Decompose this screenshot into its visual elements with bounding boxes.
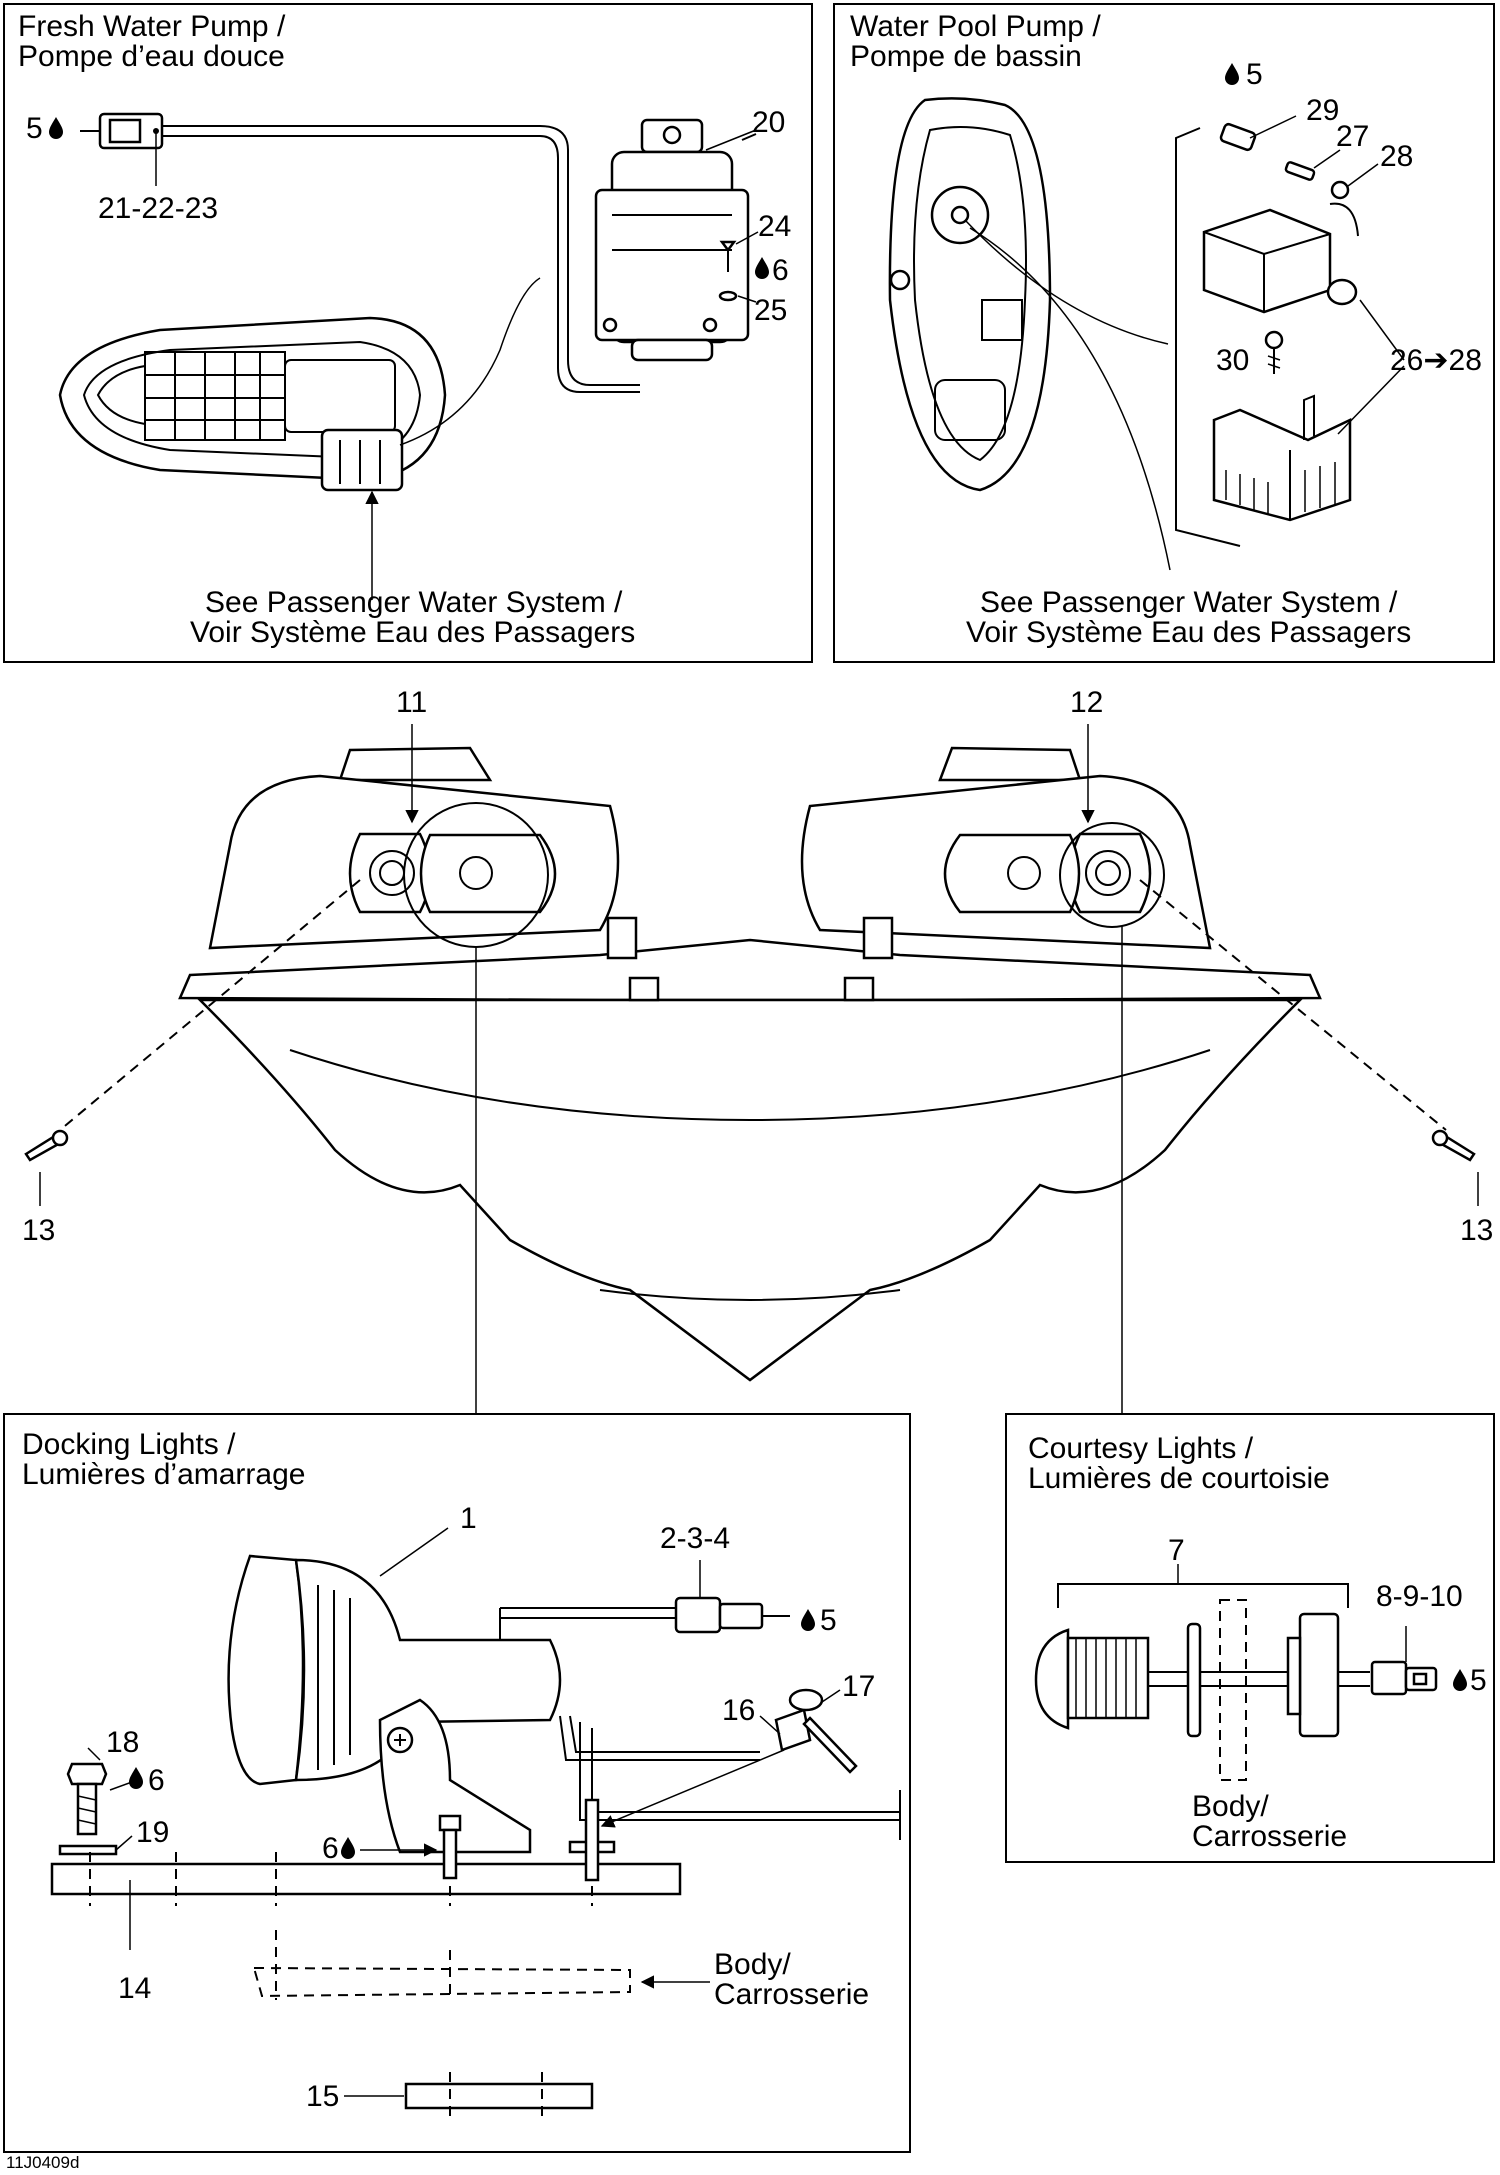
callout-6: 6 [772, 254, 789, 287]
courtesy-light-left [348, 832, 432, 914]
panel-title-en: Water Pool Pump / [850, 10, 1101, 43]
docking-light-1 [227, 1554, 562, 1854]
docking-light-left [419, 833, 557, 914]
water-pool-pump [1202, 202, 1359, 314]
callout-6: 6 [148, 1764, 165, 1797]
callout-24: 24 [758, 210, 791, 243]
panel-title-en: Courtesy Lights / [1028, 1432, 1254, 1465]
seal-28 [1330, 180, 1350, 200]
mounting-plate-14 [50, 1862, 682, 1896]
connector-2-3-4 [674, 1596, 790, 1634]
terminal-27 [1284, 161, 1316, 181]
panel-frame [833, 3, 1495, 663]
callout-13: 13 [22, 1214, 55, 1247]
courtesy-light-7 [1034, 1599, 1370, 1781]
body-outline [252, 1966, 631, 1998]
callout-18: 18 [106, 1726, 139, 1759]
connector-21-22-23 [80, 112, 640, 393]
clip-16 [774, 1708, 812, 1752]
connector-8-9-10 [1370, 1660, 1438, 1696]
callout-7: 7 [1168, 1534, 1185, 1567]
sealant-drop-icon [49, 117, 63, 139]
callout-29: 29 [1306, 94, 1339, 127]
callout-16: 16 [722, 1694, 755, 1727]
panel-title-en: Fresh Water Pump / [18, 10, 286, 43]
callout-5: 5 [820, 1604, 837, 1637]
panel-courtesy-lights: Courtesy Lights / Lumières de courtoisie… [1005, 1413, 1495, 1863]
boat-front-view [178, 746, 1322, 1382]
callout-11: 11 [396, 686, 427, 719]
callout-14: 14 [118, 1972, 151, 2005]
callout-5: 5 [1470, 1664, 1487, 1697]
callout-21-22-23: 21-22-23 [98, 192, 218, 225]
screw-bracket [438, 1798, 616, 1882]
strainer-cage [1212, 394, 1352, 522]
callout-2-3-4: 2-3-4 [660, 1522, 730, 1555]
screw-13-right [1431, 1129, 1476, 1162]
panel-title-en: Docking Lights / [22, 1428, 236, 1461]
panel-water-pool-pump: Water Pool Pump / Pompe de bassin 5 29 2… [833, 3, 1495, 663]
fresh-water-pump [594, 118, 757, 362]
panel-title-fr: Pompe de bassin [850, 40, 1082, 73]
panel-title-fr: Pompe d’eau douce [18, 40, 285, 73]
callout-20: 20 [752, 106, 785, 139]
body-label: Body/ [714, 1948, 791, 1981]
callout-30: 30 [1216, 344, 1249, 377]
callout-27: 27 [1336, 120, 1369, 153]
callout-26-28: 26➔28 [1390, 344, 1482, 377]
callout-13: 13 [1460, 1214, 1493, 1247]
screw-30 [1264, 330, 1284, 374]
panel-fresh-water-pump: Fresh Water Pump / Pompe d’eau douce 5 2… [3, 3, 813, 663]
washer-19 [58, 1844, 118, 1856]
sealant-drop-icon [801, 1609, 815, 1631]
tie-17 [788, 1688, 858, 1774]
callout-1: 1 [460, 1502, 477, 1535]
panel-frame [3, 1413, 911, 2153]
carrosserie-label: Carrosserie [714, 1978, 869, 2011]
watercraft-top-view [888, 97, 1052, 492]
sealant-drop-icon [341, 1837, 355, 1859]
callout-6: 6 [322, 1832, 339, 1865]
courtesy-light-right [1068, 832, 1152, 914]
backing-plate-15 [404, 2082, 594, 2110]
docking-light-right [943, 833, 1081, 914]
callout-19: 19 [136, 1816, 169, 1849]
callout-15: 15 [306, 2080, 339, 2113]
figure-code: 11J0409d [6, 2153, 79, 2172]
panel-frame [3, 3, 813, 663]
carrosserie-label: Carrosserie [1192, 1820, 1347, 1853]
callout-12: 12 [1070, 686, 1103, 719]
sealant-drop-icon [129, 1767, 143, 1789]
callout-8-9-10: 8-9-10 [1376, 1580, 1463, 1613]
callout-5: 5 [26, 112, 43, 145]
see-passenger-water-system: See Passenger Water System / [980, 586, 1398, 619]
screw-24 [719, 240, 737, 272]
voir-systeme-eau: Voir Système Eau des Passagers [966, 616, 1411, 649]
connector-29 [1219, 122, 1257, 152]
bolt-18 [66, 1762, 108, 1836]
panel-frame [1005, 1413, 1495, 1863]
panel-docking-lights: Docking Lights / Lumières d’amarrage 1 2 [3, 1413, 911, 2153]
panel-title-fr: Lumières de courtoisie [1028, 1462, 1330, 1495]
see-passenger-water-system: See Passenger Water System / [205, 586, 623, 619]
washer-25 [718, 290, 738, 302]
callout-17: 17 [842, 1670, 875, 1703]
callout-25: 25 [754, 294, 787, 327]
sealant-drop-icon [1453, 1669, 1467, 1691]
body-label: Body/ [1192, 1790, 1269, 1823]
watercraft-top-view [58, 316, 447, 492]
callout-5: 5 [1246, 58, 1263, 91]
callout-28: 28 [1380, 140, 1413, 173]
voir-systeme-eau: Voir Système Eau des Passagers [190, 616, 635, 649]
sealant-drop-icon [755, 257, 769, 279]
sealant-drop-icon [1225, 63, 1239, 85]
panel-title-fr: Lumières d’amarrage [22, 1458, 305, 1491]
screw-13-left [24, 1129, 69, 1162]
